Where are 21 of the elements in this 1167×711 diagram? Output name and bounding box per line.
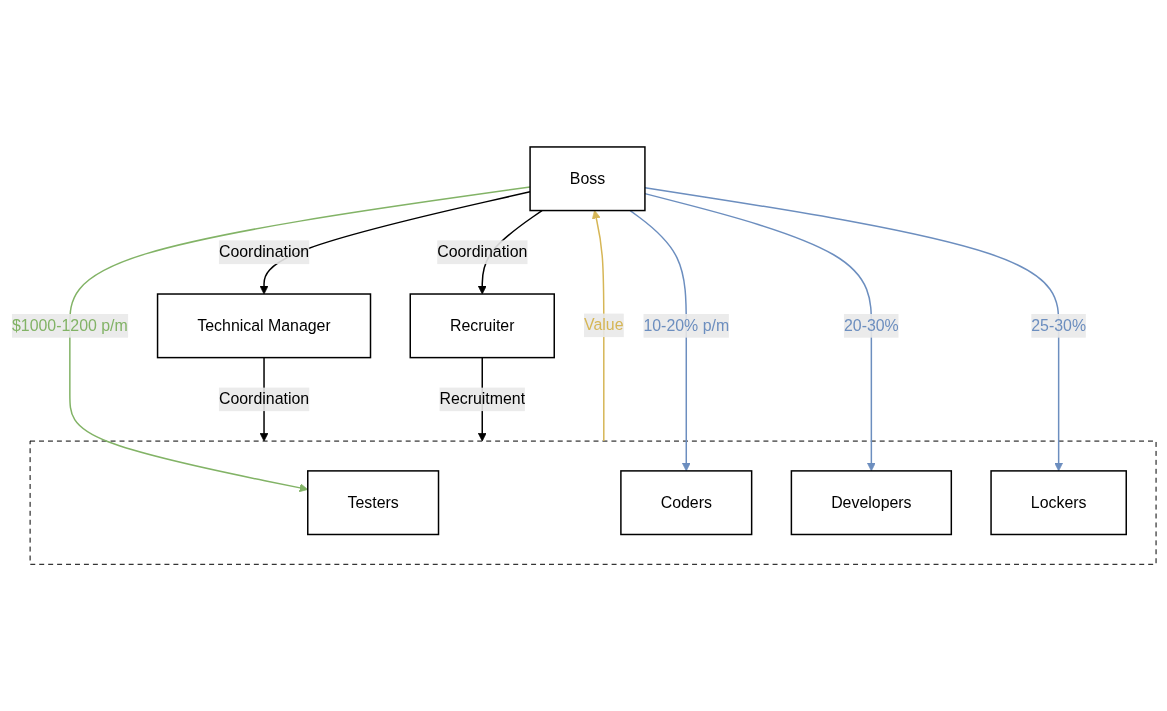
edge-label: 25-30%	[1030, 316, 1086, 334]
node-box: Boss	[528, 146, 646, 212]
node-box: Technical Manager	[156, 293, 371, 359]
edge-label: $1000-1200 p/m	[11, 316, 128, 334]
arrow	[643, 186, 1063, 472]
node-box: Developers	[790, 470, 952, 536]
node-box: Testers	[306, 470, 439, 536]
edge-label: 10-20% p/m	[642, 316, 729, 334]
node-box: Coders	[619, 470, 752, 536]
arrow	[591, 210, 605, 442]
arrow	[643, 192, 876, 472]
node-box: Lockers	[989, 470, 1127, 536]
edge-label: Recruitment	[438, 390, 525, 408]
arrow	[628, 209, 691, 472]
node-box: Recruiter	[409, 293, 555, 359]
cluster	[29, 440, 1157, 565]
edge-label: Coordination	[218, 243, 309, 261]
edge-label: Value	[583, 316, 624, 334]
edge-label: 20-30%	[843, 316, 899, 334]
edge-label: Coordination	[436, 243, 527, 261]
edge-label: Coordination	[218, 390, 309, 408]
